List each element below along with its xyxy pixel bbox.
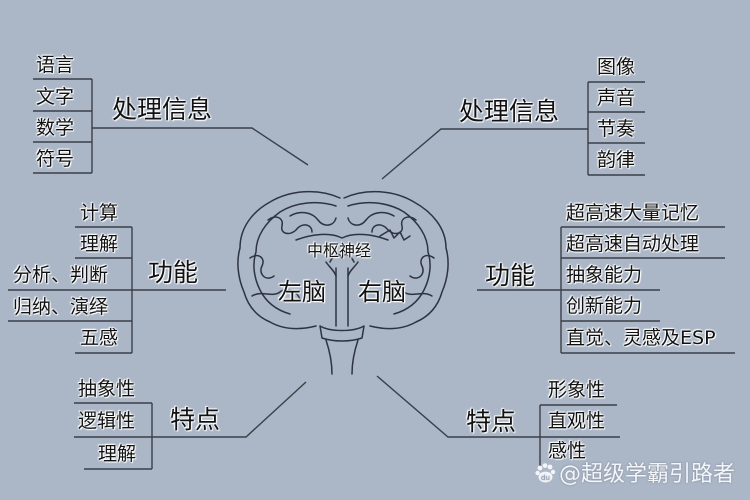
left-function-item: 计算 bbox=[80, 202, 119, 224]
left-function-title: 功能 bbox=[148, 258, 199, 287]
left-processing-item: 符号 bbox=[36, 148, 75, 170]
right-processing-item: 声音 bbox=[597, 87, 636, 109]
left-traits-item: 抽象性 bbox=[78, 378, 136, 400]
right-function-item: 创新能力 bbox=[566, 295, 643, 317]
left-function-item: 理解 bbox=[80, 233, 119, 255]
right-traits-item: 感性 bbox=[548, 440, 587, 462]
right-processing-item: 节奏 bbox=[597, 118, 636, 140]
left-processing-item: 数学 bbox=[36, 117, 75, 139]
right-traits-title: 特点 bbox=[466, 407, 517, 436]
left-traits-item: 逻辑性 bbox=[78, 410, 136, 432]
right-function-item: 超高速自动处理 bbox=[566, 233, 700, 255]
left-function-connectors bbox=[8, 226, 226, 354]
right-traits-connectors bbox=[376, 375, 620, 466]
left-processing-item: 文字 bbox=[36, 86, 75, 108]
watermark-text: @超级学霸引路者 bbox=[559, 462, 736, 487]
right-processing-item: 图像 bbox=[597, 56, 636, 78]
right-processing-item: 韵律 bbox=[597, 149, 636, 171]
left-traits-connectors bbox=[74, 381, 307, 470]
left-brain-label: 左脑 bbox=[278, 278, 326, 306]
left-function-item: 归纳、演绎 bbox=[13, 296, 109, 318]
central-nervous-label: 中枢神经 bbox=[307, 241, 372, 260]
right-function-item: 抽象能力 bbox=[566, 264, 643, 286]
right-traits-item: 直观性 bbox=[548, 410, 606, 432]
left-traits-title: 特点 bbox=[170, 405, 221, 434]
left-processing-title: 处理信息 bbox=[112, 95, 213, 124]
left-function-item: 五感 bbox=[80, 327, 119, 349]
right-traits-item: 形象性 bbox=[548, 379, 606, 401]
left-function-item: 分析、判断 bbox=[13, 264, 109, 286]
watermark: du @超级学霸引路者 bbox=[535, 456, 735, 488]
right-function-title: 功能 bbox=[485, 261, 536, 290]
left-processing-connectors bbox=[33, 78, 309, 174]
brain-icon bbox=[237, 190, 449, 375]
left-traits-item: 理解 bbox=[98, 443, 137, 465]
right-function-item: 直觉、灵感及ESP bbox=[566, 327, 716, 349]
right-function-item: 超高速大量记忆 bbox=[566, 202, 700, 224]
right-function-connectors bbox=[477, 226, 735, 354]
baidu-paw-icon: du bbox=[535, 463, 557, 483]
right-processing-connectors bbox=[381, 81, 645, 180]
right-brain-label: 右脑 bbox=[358, 278, 406, 306]
svg-text:du: du bbox=[541, 474, 550, 482]
left-processing-item: 语言 bbox=[36, 54, 75, 76]
right-processing-title: 处理信息 bbox=[459, 97, 560, 126]
